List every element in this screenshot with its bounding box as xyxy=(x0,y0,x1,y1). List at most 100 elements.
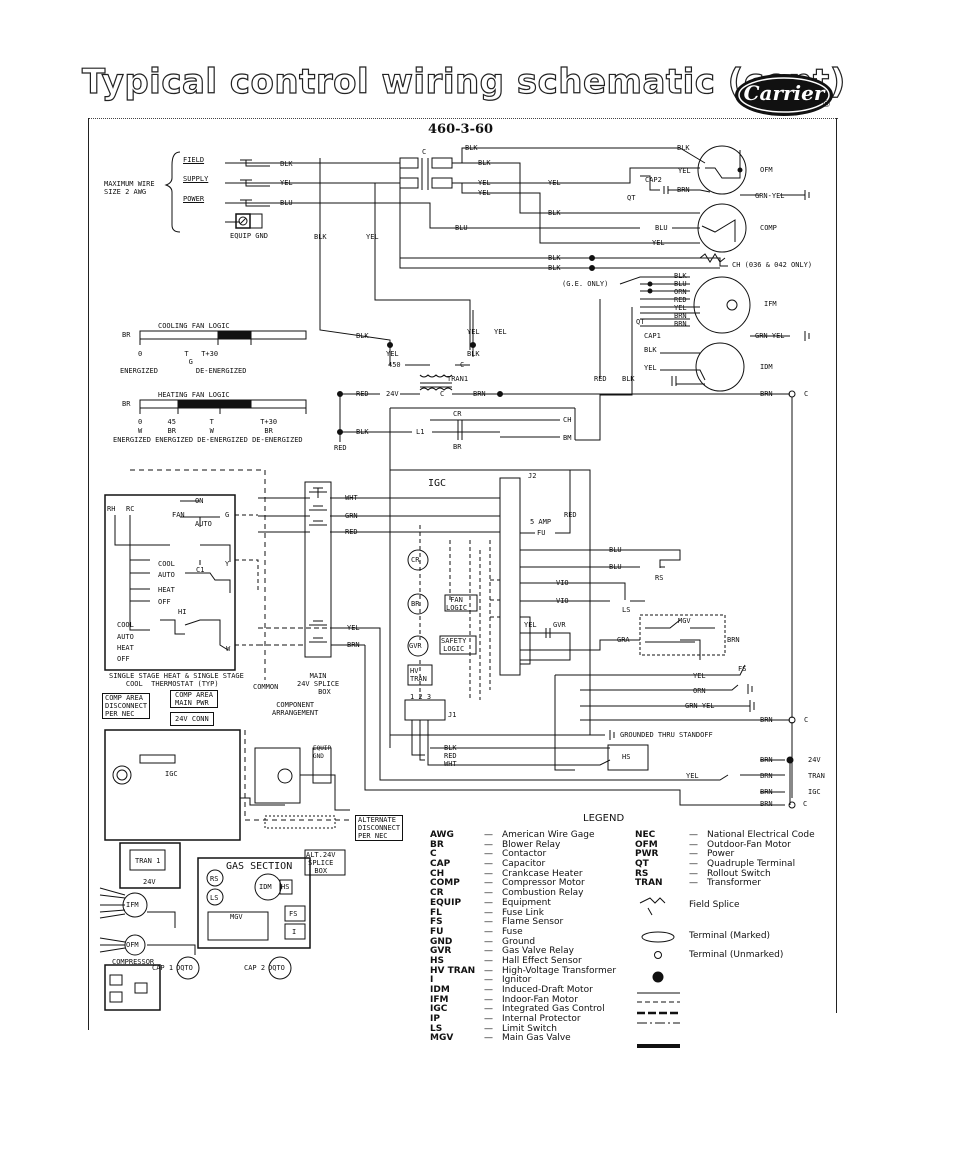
legend-dash: — xyxy=(484,839,493,850)
legend-row: HV TRAN—High-Voltage Transformer xyxy=(430,965,630,977)
arr-fs: FS xyxy=(289,910,298,918)
heating-axis: 0 45 T T+30 xyxy=(138,418,278,426)
wire-blk-13: BLK xyxy=(622,375,635,383)
legend-dash: — xyxy=(484,946,493,957)
wire-grn-yel-1: GRN-YEL xyxy=(755,192,785,200)
wire-yel-12: YEL xyxy=(386,350,399,358)
v24-conn: 24V CONN xyxy=(170,712,214,726)
thermostat-rc: RC xyxy=(126,505,135,513)
j1-pins: 1 2 3 xyxy=(410,693,432,701)
igc-title: IGC xyxy=(428,478,447,489)
comp-label: COMP xyxy=(760,224,777,232)
wire-yel-10: YEL xyxy=(467,328,480,336)
legend-dash: — xyxy=(689,839,698,850)
l1-label: L1 xyxy=(416,428,425,436)
legend-terminal-unmarked: Terminal (Unmarked) xyxy=(689,950,784,960)
legend-row: MGV—Main Gas Valve xyxy=(430,1034,630,1044)
arr-hs: HS xyxy=(281,883,290,891)
wire-brn-4: BRN xyxy=(473,390,486,398)
thermostat-auto-2: AUTO xyxy=(117,633,134,641)
legend-abbr: RS xyxy=(635,868,649,879)
relay-cr: CR xyxy=(411,556,420,564)
wire-grn-yel-3: GRN-YEL xyxy=(685,702,715,710)
legend-desc: Main Gas Valve xyxy=(502,1033,571,1044)
tp-450: 450 xyxy=(388,361,401,369)
j2-label: J2 xyxy=(528,472,537,480)
cooling-sub: G xyxy=(138,358,193,366)
legend-abbr: LS xyxy=(430,1023,443,1034)
wire-blu-1: BLU xyxy=(280,199,293,207)
legend-dash: — xyxy=(484,868,493,879)
legend-row: I—Ignitor xyxy=(430,976,630,986)
legend-row: IP—Internal Protector xyxy=(430,1014,630,1025)
legend-desc: Contactor xyxy=(502,849,547,860)
main-splice-box-label: MAIN 24V SPLICE BOX xyxy=(297,672,340,696)
thermostat-heat: HEAT xyxy=(158,586,175,594)
thermostat-off-2: OFF xyxy=(117,655,130,663)
fu-label: FU xyxy=(537,529,546,537)
wire-red-7: RED xyxy=(444,752,457,760)
thermostat-on: ON xyxy=(195,497,204,505)
wire-brn-1: BRN xyxy=(677,186,690,194)
legend-abbr: COMP xyxy=(430,878,460,889)
c-terminal-3: C xyxy=(803,800,808,808)
legend-row: BR—Blower Relay xyxy=(430,839,630,851)
legend-row: NEC—National Electrical Code xyxy=(635,830,835,841)
contactor-c-label: C xyxy=(422,148,427,156)
equip-gnd-label: EQUIP GND xyxy=(230,232,268,240)
legend-desc: Internal Protector xyxy=(502,1014,581,1025)
thermostat-off: OFF xyxy=(158,598,171,606)
legend-desc: National Electrical Code xyxy=(707,830,815,840)
arr-cap1-qt: OQTO xyxy=(176,964,193,972)
legend-desc: Outdoor-Fan Motor xyxy=(707,839,791,850)
hv-tran-box: HV TRAN xyxy=(410,667,427,683)
ch-terminal: CH xyxy=(563,416,572,424)
wire-yel-13: YEL xyxy=(524,621,537,629)
wire-yel-15: YEL xyxy=(686,772,699,780)
heating-states: ENERGIZED ENERGIZED DE-ENERGIZED DE-ENER… xyxy=(113,436,303,444)
legend-abbr: OFM xyxy=(635,839,658,850)
legend-abbr: FS xyxy=(430,917,443,928)
five-amp-label: 5 AMP xyxy=(530,518,552,526)
wire-blk-1: BLK xyxy=(280,160,293,168)
legend-desc: Rollout Switch xyxy=(707,868,771,879)
mgv-label: MGV xyxy=(678,617,691,625)
thermostat-caption: SINGLE STAGE HEAT & SINGLE STAGE COOL TH… xyxy=(109,672,244,688)
wire-brn-11: BRN xyxy=(760,800,773,808)
thermostat-g: G xyxy=(225,511,230,519)
model-number: 460-3-60 xyxy=(428,122,494,137)
wire-gra: GRA xyxy=(617,636,630,644)
legend-desc: Ignitor xyxy=(502,975,532,986)
legend-row: FS—Flame Sensor xyxy=(430,917,630,928)
bm-terminal: BM xyxy=(563,434,572,442)
grounded-label: GROUNDED THRU STANDOFF xyxy=(620,731,713,739)
legend-row: HS—Hall Effect Sensor xyxy=(430,956,630,967)
wire-red-6: RED xyxy=(564,511,577,519)
out-tran: TRAN xyxy=(808,772,825,780)
legend-abbr: CH xyxy=(430,868,445,879)
legend-desc: Compressor Motor xyxy=(502,878,585,889)
wire-blk-8: BLK xyxy=(548,264,561,272)
legend-row: AWG—American Wire Gage xyxy=(430,830,630,841)
page-title: Typical control wiring schematic (cont) xyxy=(81,61,846,102)
legend-abbr: IP xyxy=(430,1014,440,1025)
legend-row: COMP—Compressor Motor xyxy=(430,879,630,889)
out-24v: 24V xyxy=(808,756,821,764)
component-arrangement-label: COMPONENT ARRANGEMENT xyxy=(272,701,319,717)
tran1-label: TRAN1 xyxy=(447,375,469,383)
ls-label: LS xyxy=(622,606,631,614)
legend-abbr: PWR xyxy=(635,849,659,860)
br-label: BR xyxy=(453,443,462,451)
legend-dash: — xyxy=(689,849,698,860)
wire-yel-9: YEL xyxy=(644,364,657,372)
legend-abbr: QT xyxy=(635,859,649,870)
legend-dash: — xyxy=(484,936,493,947)
legend-desc: Equipment xyxy=(502,897,551,908)
legend-dash: — xyxy=(484,975,493,986)
legend-row: GND—Ground xyxy=(430,936,630,948)
cap2-label: CAP2 xyxy=(645,176,662,184)
fan-logic-box: FAN LOGIC xyxy=(446,596,468,612)
legend-abbr: IDM xyxy=(430,985,450,995)
legend-dash: — xyxy=(484,965,493,976)
